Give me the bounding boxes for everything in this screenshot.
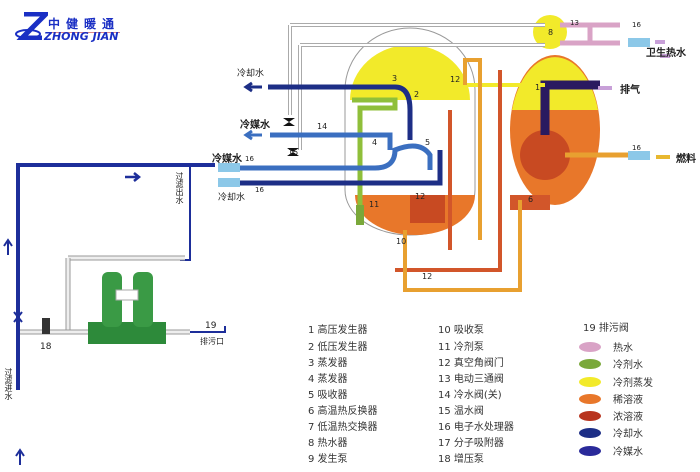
legend-swatch-refrigerant-water [579,359,601,369]
legend-item: 2 低压发生器 [308,342,368,353]
component-number: 16 [632,21,641,29]
logo-text-cn: 中健暖通 [48,17,121,33]
component-number: 5 [425,138,431,147]
arrow-left-icon [243,129,262,141]
cooling-water-in-label: 冷却水 [218,193,246,203]
component-number: 13 [570,19,579,27]
component-number: 16 [255,186,264,194]
legend-color-label: 稀溶液 [613,395,643,406]
filter-in-label: 过滤进水 [4,368,13,400]
filter-base [88,322,166,344]
legend-swatch-chilled-water [579,446,601,456]
water-pipes [218,38,670,187]
water-processor-icon [628,38,650,47]
arrow-left-icon [243,81,262,93]
valve-15-icon [283,118,295,126]
component-number: 11 [369,200,380,209]
legend-color-label: 浓溶液 [613,412,643,423]
water-processor-icon [628,151,650,160]
component-number: 16 [632,144,641,152]
valve-14-icon [287,148,299,156]
legend-item: 15 温水阀 [438,406,484,417]
filter-tank [133,272,153,327]
legend-swatch-cooling-water [579,428,601,438]
component-number: 8 [548,28,554,37]
component-number: 12 [450,75,461,84]
legend-item: 1 高压发生器 [308,325,368,336]
component-number: 16 [245,155,254,163]
legend-item: 18 增压泵 [438,454,484,465]
logo-mark-icon [15,12,48,40]
component-number: 3 [392,74,398,83]
component-number: 4 [372,138,378,147]
arrow-up-icon [3,238,13,255]
legend-item: 14 冷水阀(关) [438,390,502,401]
legend-swatch-refrigerant-vapor [579,377,601,387]
component-number: 14 [317,122,328,131]
component-number: 2 [414,90,420,99]
legend-item: 16 电子水处理器 [438,422,514,433]
booster-pump-icon [42,318,50,334]
valve-icon [13,311,23,323]
filter-system [3,163,226,465]
drain-valve-number: 19 [205,321,217,331]
legend-item: 3 蒸发器 [308,358,348,369]
legend-item: 11 冷剂泵 [438,342,484,353]
filter-tank [102,272,122,327]
legend-swatch-hot-water [579,342,601,352]
hot-water-heater [288,15,620,292]
logo-text-en: ZHONG JIAN [44,30,119,43]
legend-color-label: 热水 [613,343,633,354]
component-number: 12 [422,272,433,281]
drain-outlet-label: 排污口 [200,337,224,346]
legend-color-label: 冷剂水 [613,360,643,371]
legend-color-label: 冷媒水 [613,447,643,458]
legend-item: 9 发生泵 [308,454,348,465]
water-processor-icon [218,178,240,187]
legend-item: 6 高温热反换器 [308,406,378,417]
legend-item: 5 吸收器 [308,390,348,401]
high-pressure-generator [510,55,630,210]
arrow-right-icon [125,172,142,182]
cooling-water-out-label: 冷却水 [237,69,265,79]
booster-pump-number: 18 [40,342,52,352]
fuel-label: 燃料 [676,154,696,165]
legend-color-label: 冷剂蒸发 [613,378,653,389]
chilled-water-in-label: 冷媒水 [212,154,242,165]
sanitary-hot-water-label: 卫生热水 [646,48,686,59]
legend-item: 13 电动三通阀 [438,374,504,385]
legend-item: 4 蒸发器 [308,374,348,385]
component-number: 12 [415,192,426,201]
legend-item: 19 排污阀 [583,323,629,334]
legend-item: 10 吸收泵 [438,325,484,336]
exhaust-label: 排气 [620,85,640,96]
component-number: 1 [535,83,541,92]
legend-item: 12 真空角阀门 [438,358,504,369]
filter-out-label: 过滤出水 [175,172,184,204]
legend-item: 7 低温热交换器 [308,422,378,433]
component-number: 6 [528,195,534,204]
legend-swatch-dilute-solution [579,394,601,404]
water-processor-icon [218,163,240,172]
legend-swatch-concentrated-solution [579,411,601,421]
arrow-up-icon [15,448,25,465]
legend-color-label: 冷却水 [613,429,643,440]
component-number: 10 [396,237,407,246]
legend-item: 17 分子吸附器 [438,438,504,449]
legend-item: 8 热水器 [308,438,348,449]
chilled-water-out-label: 冷媒水 [240,120,270,131]
component-number: 15 [288,148,299,157]
